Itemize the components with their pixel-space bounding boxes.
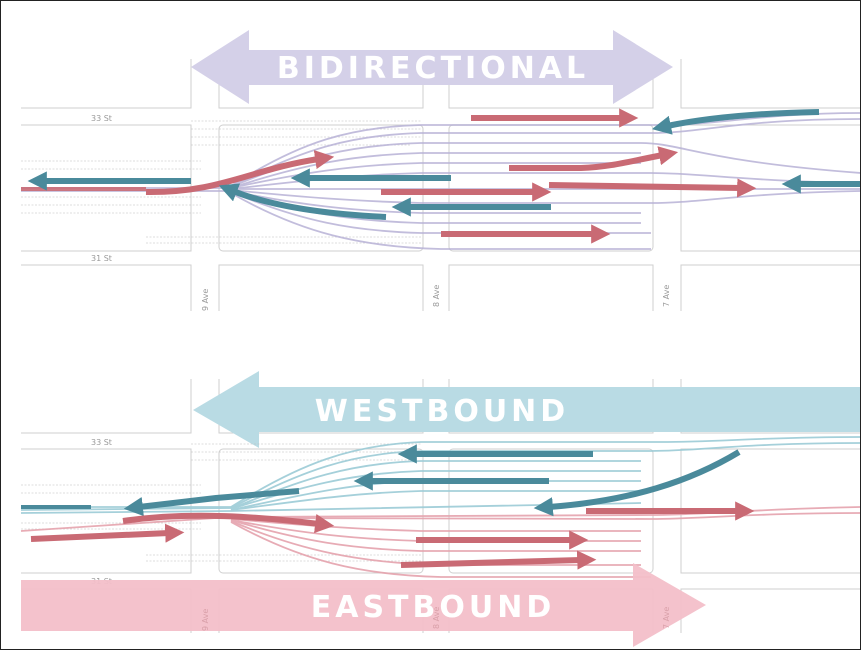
westbound-label: WESTBOUND (315, 394, 569, 429)
bidirectional-label: BIDIRECTIONAL (277, 51, 589, 86)
bottom-westbound-arrows (21, 444, 741, 517)
top-station-tracks (21, 120, 421, 244)
avenue-label-9ave-top: 9 Ave (201, 289, 210, 311)
avenue-label-8ave-top: 8 Ave (432, 285, 441, 307)
bidirectional-banner: BIDIRECTIONAL (191, 30, 673, 104)
bottom-blue-tracks (20, 436, 860, 514)
top-westbound-arrows (27, 109, 860, 220)
westbound-banner: WESTBOUND (193, 371, 860, 448)
avenue-label-8ave-bottom: 8 Ave (432, 607, 441, 629)
avenue-label-9ave-bottom: 9 Ave (201, 609, 210, 631)
avenue-label-7ave-top: 7 Ave (662, 285, 671, 307)
street-label-33st-top: 33 St (91, 114, 112, 123)
top-eastbound-arrows (21, 108, 757, 244)
street-label-31st-top: 31 St (91, 254, 112, 263)
eastbound-banner: EASTBOUND (21, 563, 706, 647)
street-label-33st-bottom: 33 St (91, 438, 112, 447)
avenue-label-7ave-bottom: 7 Ave (662, 607, 671, 629)
bottom-eastbound-arrows (30, 501, 755, 570)
eastbound-label: EASTBOUND (311, 590, 556, 625)
bottom-station-tracks (21, 443, 421, 562)
